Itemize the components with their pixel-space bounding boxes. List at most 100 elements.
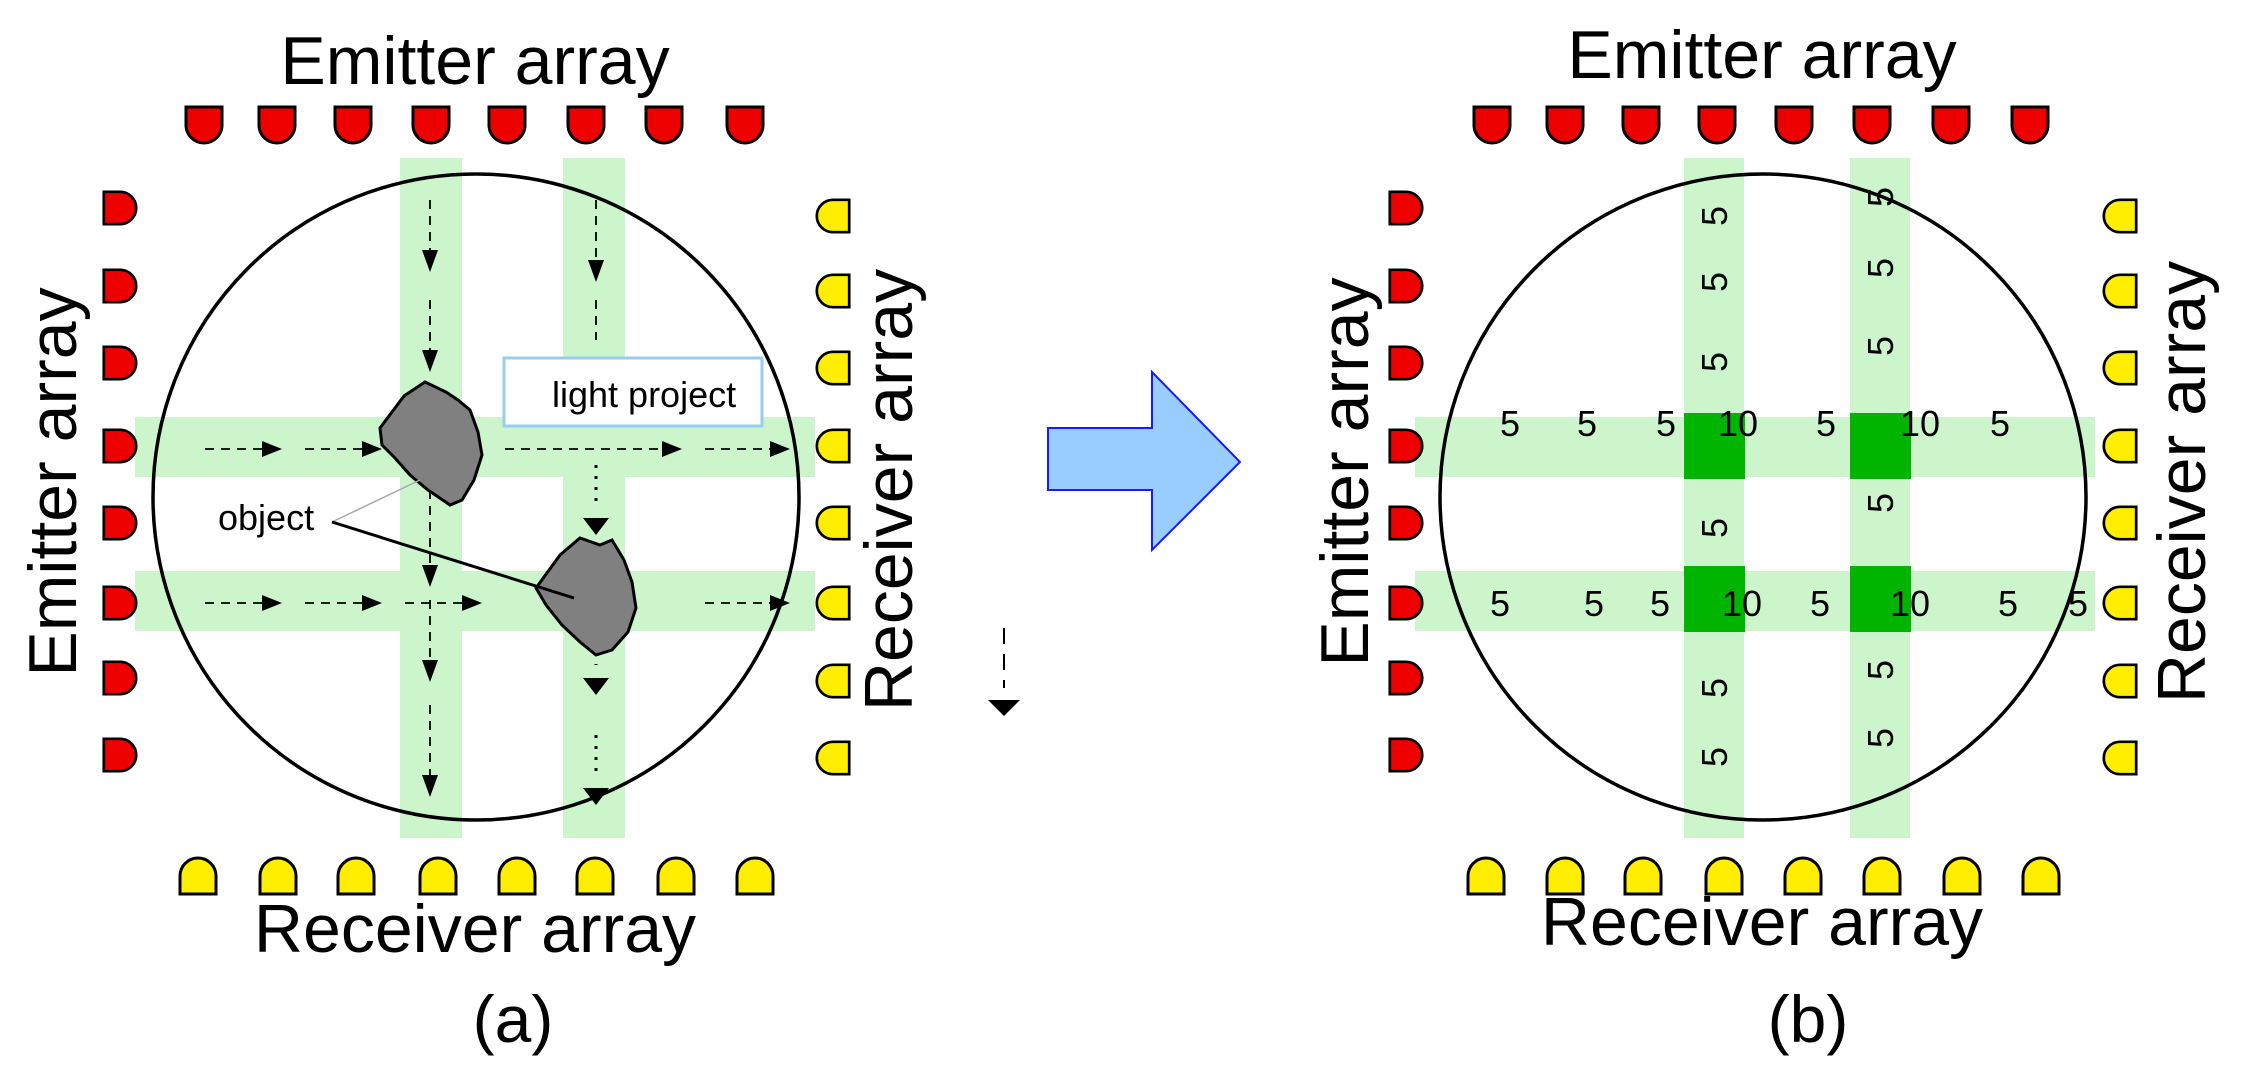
row-arrowheads xyxy=(262,441,790,611)
scan-circle xyxy=(1438,172,2088,822)
cell-value: 5 xyxy=(1694,352,1735,372)
emitter-top-row-b xyxy=(1472,105,2050,145)
cell-value: 5 xyxy=(1860,493,1901,513)
light-project-label: light project xyxy=(552,374,736,415)
cell-value: 5 xyxy=(1656,403,1676,444)
emitter-led xyxy=(1388,737,1424,773)
emitter-array-side-label: Emitter array xyxy=(15,287,91,676)
cell-value: 5 xyxy=(1694,747,1735,767)
cell-value: 10 xyxy=(1890,583,1930,624)
emitter-led xyxy=(102,660,138,696)
receiver-led xyxy=(815,428,851,464)
emitter-led xyxy=(1388,660,1424,696)
cell-value: 10 xyxy=(1722,583,1762,624)
emitter-led xyxy=(1388,268,1424,304)
cell-value: 5 xyxy=(1694,272,1735,292)
receiver-led xyxy=(258,856,298,896)
emitter-led xyxy=(1621,105,1661,145)
object-shape xyxy=(534,536,638,657)
emitter-led xyxy=(1388,585,1424,621)
emitter-led xyxy=(1545,105,1585,145)
emitter-left-column-a xyxy=(102,190,138,773)
receiver-led xyxy=(815,663,851,699)
cell-value: 5 xyxy=(1584,583,1604,624)
intersection-cell xyxy=(1850,566,1911,632)
receiver-led xyxy=(575,856,615,896)
emitter-led xyxy=(184,105,224,145)
panel-a-caption: (a) xyxy=(473,982,554,1056)
emitter-led xyxy=(102,345,138,381)
panel-b: 5 5 5 10 5 10 5 5 5 5 10 5 10 5 5 5 5 5 … xyxy=(1307,17,2220,1056)
receiver-led xyxy=(497,856,537,896)
row1-values: 5 5 5 10 5 10 5 xyxy=(1500,403,2010,444)
emitter-led xyxy=(102,505,138,541)
emitter-left-column-b xyxy=(1388,190,1424,773)
receiver-led xyxy=(2021,856,2061,896)
receiver-array-bottom-label: Receiver array xyxy=(1541,884,1983,960)
cell-value: 5 xyxy=(1990,403,2010,444)
object-leader-line xyxy=(331,479,421,523)
receiver-led xyxy=(656,856,696,896)
transition-arrow xyxy=(1047,369,1242,553)
receiver-right-column-a xyxy=(815,198,851,776)
receiver-led xyxy=(336,856,376,896)
beam-column xyxy=(1684,158,1744,838)
emitter-led xyxy=(644,105,684,145)
cell-value: 5 xyxy=(1860,336,1901,356)
receiver-led xyxy=(815,740,851,776)
scan-circle xyxy=(151,172,801,822)
emitter-led xyxy=(1931,105,1971,145)
panel-b-caption: (b) xyxy=(1768,982,1849,1056)
cell-value: 5 xyxy=(1577,403,1597,444)
receiver-led xyxy=(2102,350,2138,386)
receiver-led xyxy=(1466,856,1506,896)
receiver-led xyxy=(815,350,851,386)
receiver-led xyxy=(815,505,851,541)
object-shape xyxy=(378,380,484,507)
intersection-cell xyxy=(1684,566,1745,632)
receiver-led xyxy=(418,856,458,896)
receiver-led xyxy=(2102,740,2138,776)
dashed-arrow-legend xyxy=(988,628,1020,716)
beam-row xyxy=(1415,571,2095,631)
cell-value: 5 xyxy=(1816,403,1836,444)
receiver-led xyxy=(2102,585,2138,621)
emitter-led xyxy=(102,428,138,464)
cell-value: 5 xyxy=(1650,583,1670,624)
receiver-led xyxy=(815,273,851,309)
emitter-led xyxy=(1472,105,1512,145)
emitter-led xyxy=(1388,505,1424,541)
emitter-led xyxy=(333,105,373,145)
receiver-right-column-b xyxy=(2102,198,2138,776)
column-arrows xyxy=(429,200,597,775)
row2-values: 5 5 5 10 5 10 5 5 xyxy=(1490,583,2088,624)
receiver-array-side-label: Receiver array xyxy=(2144,261,2220,703)
emitter-led xyxy=(487,105,527,145)
emitter-led xyxy=(257,105,297,145)
cell-value: 5 xyxy=(2068,583,2088,624)
beam-column xyxy=(1850,158,1910,838)
emitter-led xyxy=(1388,190,1424,226)
emitter-led xyxy=(1774,105,1814,145)
receiver-led xyxy=(2102,198,2138,234)
emitter-led xyxy=(725,105,765,145)
emitter-led xyxy=(1388,345,1424,381)
cell-value: 5 xyxy=(1860,258,1901,278)
object-label: object xyxy=(218,497,314,538)
row-arrows xyxy=(205,448,770,604)
receiver-led xyxy=(2102,273,2138,309)
cell-value: 5 xyxy=(1694,678,1735,698)
emitter-led xyxy=(102,737,138,773)
cell-value: 5 xyxy=(1860,187,1901,207)
emitter-led xyxy=(102,585,138,621)
column2-values: 5 5 5 5 5 5 xyxy=(1860,187,1901,748)
emitter-led xyxy=(1852,105,1892,145)
cell-value: 5 xyxy=(1860,660,1901,680)
receiver-led xyxy=(815,198,851,234)
cell-value: 5 xyxy=(1694,518,1735,538)
emitter-led xyxy=(1388,428,1424,464)
cell-value: 5 xyxy=(1860,728,1901,748)
receiver-led xyxy=(2102,428,2138,464)
intersection-cell xyxy=(1850,413,1911,479)
cell-value: 10 xyxy=(1900,403,1940,444)
